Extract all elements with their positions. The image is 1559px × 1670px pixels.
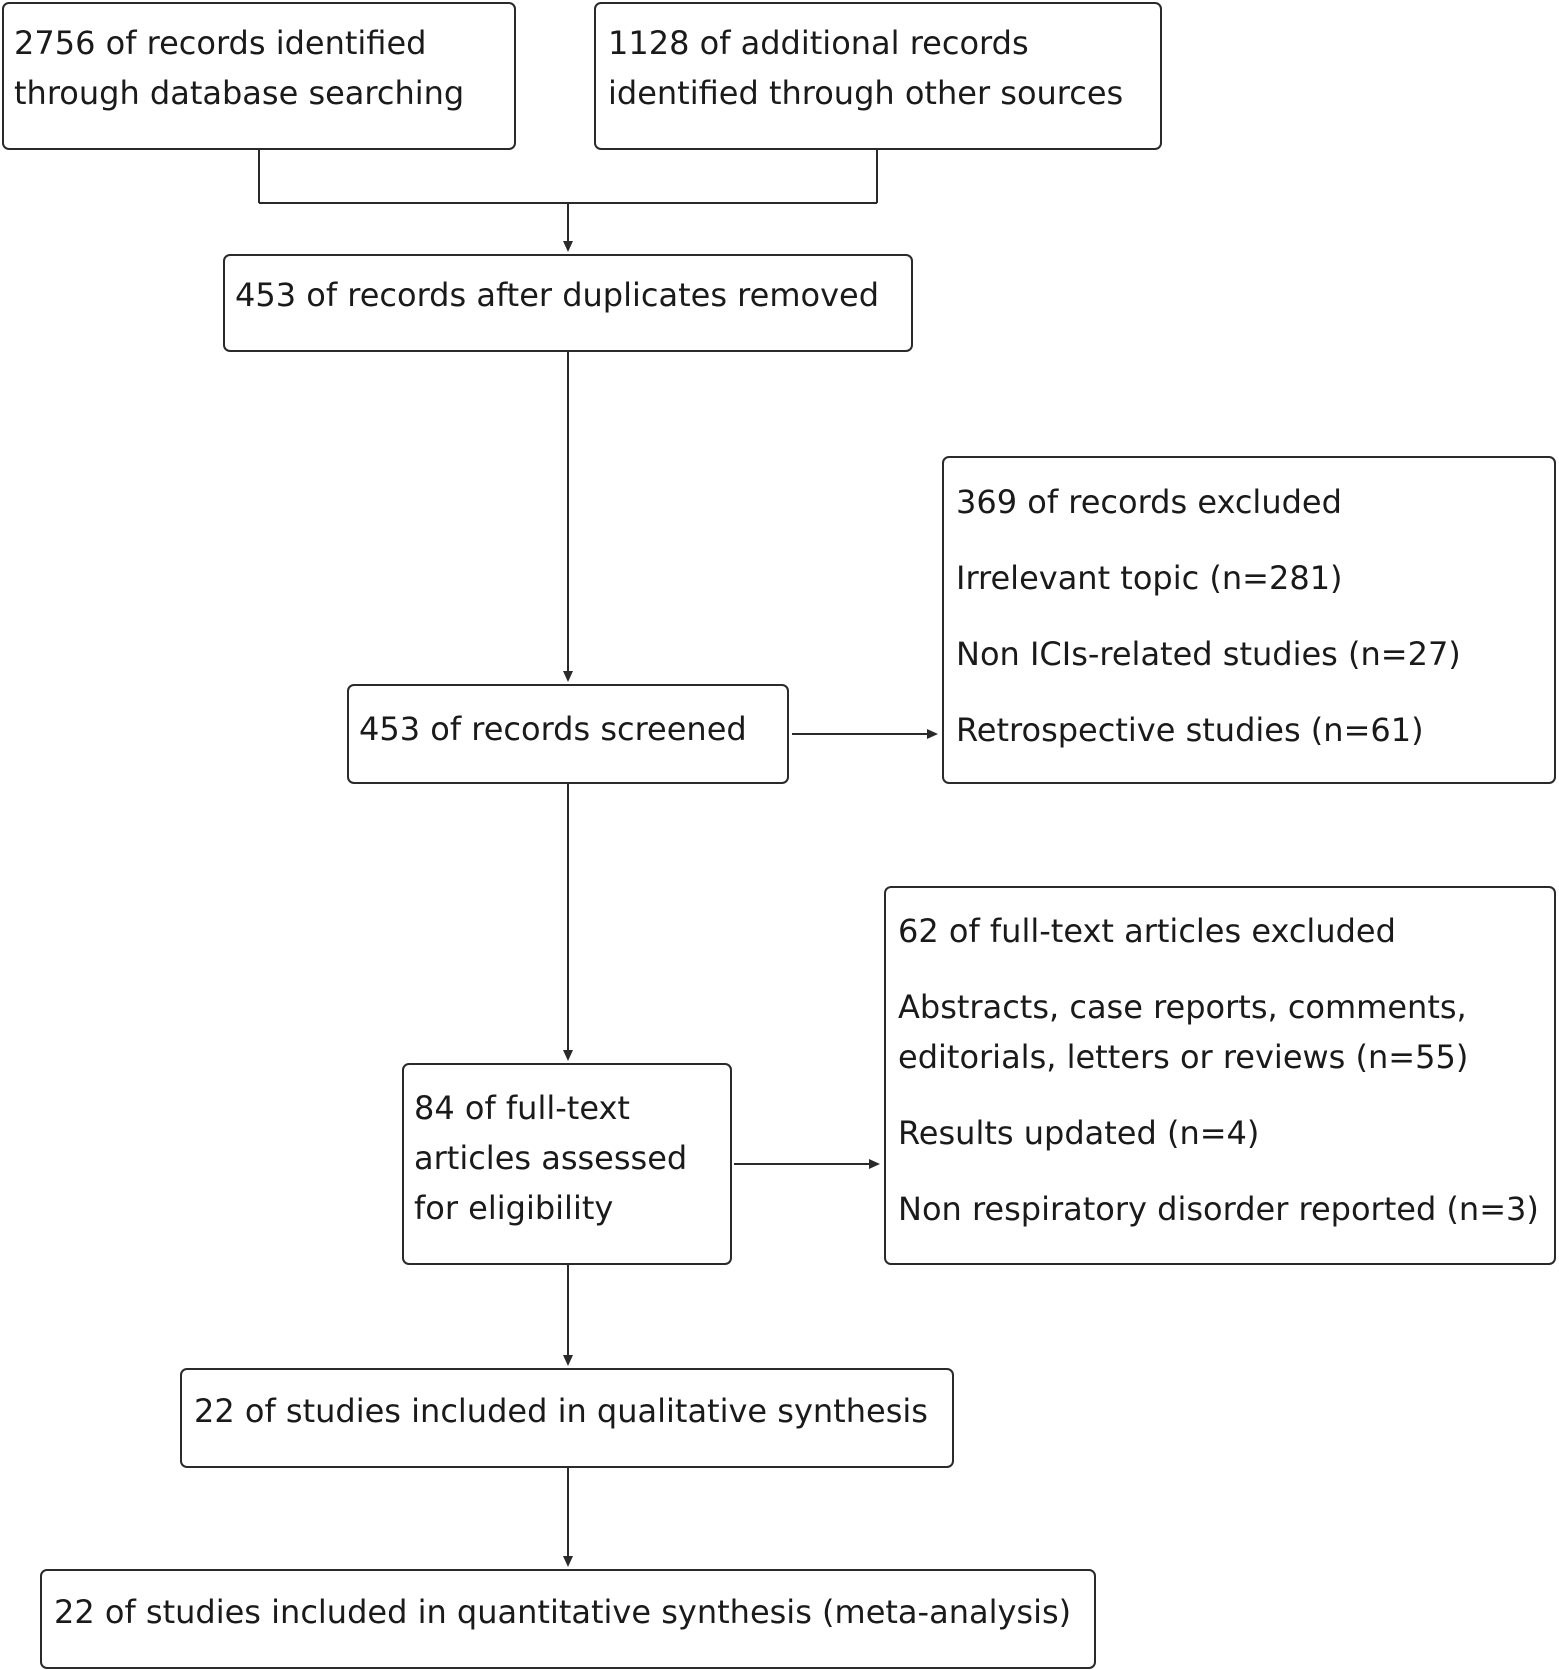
box-text-line: articles assessed bbox=[414, 1139, 688, 1177]
box-text-line: 1128 of additional records bbox=[608, 24, 1029, 62]
exclusion-reason: Non ICIs-related studies (n=27) bbox=[956, 635, 1461, 673]
exclusion-reason-line: editorials, letters or reviews (n=55) bbox=[898, 1038, 1469, 1076]
box-qualitative-synthesis: 22 of studies included in qualitative sy… bbox=[180, 1368, 954, 1468]
exclusion-reason: Retrospective studies (n=61) bbox=[956, 711, 1424, 749]
box-text-line: 453 of records after duplicates removed bbox=[235, 276, 879, 314]
arrowhead-icon bbox=[563, 1355, 573, 1366]
box-other-sources: 1128 of additional records identified th… bbox=[594, 2, 1162, 150]
exclusion-reason: Irrelevant topic (n=281) bbox=[956, 559, 1343, 597]
box-database-records: 2756 of records identified through datab… bbox=[2, 2, 516, 150]
box-text-line: 453 of records screened bbox=[359, 710, 747, 748]
box-text-line: 22 of studies included in qualitative sy… bbox=[194, 1392, 928, 1430]
box-text-line: 2756 of records identified bbox=[14, 24, 427, 62]
box-text-line: 22 of studies included in quantitative s… bbox=[54, 1593, 1072, 1631]
excluded-title: 369 of records excluded bbox=[956, 483, 1342, 521]
box-fulltext-excluded: 62 of full-text articles excluded Abstra… bbox=[884, 886, 1556, 1265]
box-text-line: 84 of full-text bbox=[414, 1089, 630, 1127]
arrowhead-icon bbox=[563, 1050, 573, 1061]
box-fulltext-assessed: 84 of full-text articles assessed for el… bbox=[402, 1063, 732, 1265]
arrowhead-icon bbox=[563, 671, 573, 682]
box-after-duplicates: 453 of records after duplicates removed bbox=[223, 254, 913, 352]
box-text-line: through database searching bbox=[14, 74, 465, 112]
box-text-line: for eligibility bbox=[414, 1189, 614, 1227]
box-records-screened: 453 of records screened bbox=[347, 684, 789, 784]
exclusion-reason-line: Abstracts, case reports, comments, bbox=[898, 988, 1467, 1026]
box-records-excluded: 369 of records excluded Irrelevant topic… bbox=[942, 456, 1556, 784]
arrowhead-icon bbox=[563, 1556, 573, 1567]
arrowhead-icon bbox=[869, 1159, 880, 1169]
box-quantitative-synthesis: 22 of studies included in quantitative s… bbox=[40, 1569, 1096, 1669]
exclusion-reason: Results updated (n=4) bbox=[898, 1114, 1260, 1152]
arrowhead-icon bbox=[927, 729, 938, 739]
box-text-line: identified through other sources bbox=[608, 74, 1124, 112]
exclusion-reason: Abstracts, case reports, comments, edito… bbox=[898, 982, 1554, 1082]
exclusion-reason: Non respiratory disorder reported (n=3) bbox=[898, 1190, 1539, 1228]
arrowhead-icon bbox=[563, 241, 573, 252]
excluded-title: 62 of full-text articles excluded bbox=[898, 912, 1396, 950]
